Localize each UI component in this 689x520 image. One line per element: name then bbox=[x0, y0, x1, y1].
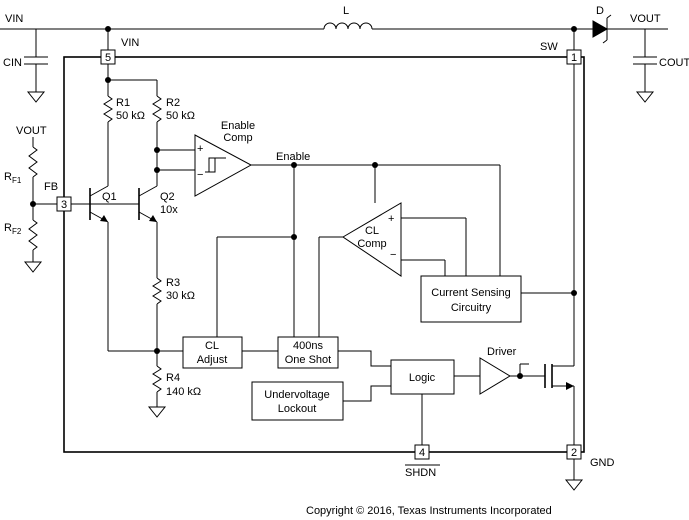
transistor-q1 bbox=[71, 185, 157, 352]
input-rail bbox=[0, 26, 324, 103]
cl-adjust-label-1: CL bbox=[205, 340, 219, 352]
pin-shdn-number: 4 bbox=[419, 447, 425, 459]
pin-gnd-number: 2 bbox=[571, 447, 577, 459]
hysteresis-icon bbox=[205, 157, 226, 173]
diode-d bbox=[592, 20, 609, 38]
svg-text:+: + bbox=[197, 143, 203, 155]
q2-name: Q2 bbox=[160, 191, 175, 203]
r3-resistor bbox=[152, 277, 162, 305]
enable-net bbox=[216, 162, 501, 337]
rf2-label: RF2 bbox=[4, 222, 22, 236]
driver-label: Driver bbox=[487, 346, 517, 358]
pin-gnd-label: GND bbox=[590, 457, 615, 469]
enable-comp-label-2: Comp bbox=[223, 132, 252, 144]
rf2-ground-icon bbox=[23, 261, 43, 273]
enable-comp-label-1: Enable bbox=[221, 120, 255, 132]
current-sensing-block bbox=[420, 275, 522, 323]
inductor-l bbox=[323, 22, 373, 30]
vout-feedback-label: VOUT bbox=[16, 125, 47, 137]
one-shot-label-2: One Shot bbox=[285, 354, 331, 366]
cl-adjust-label-2: Adjust bbox=[197, 354, 228, 366]
r4-resistor bbox=[152, 365, 162, 393]
gnd-pin-ground-icon bbox=[564, 479, 584, 491]
r1-name: R1 bbox=[116, 97, 130, 109]
r2-value: 50 kΩ bbox=[166, 110, 195, 122]
cl-comparator: + − bbox=[318, 202, 467, 337]
current-sensing-label-2: Circuitry bbox=[451, 302, 492, 314]
uvlo-label-2: Lockout bbox=[278, 403, 317, 415]
pin-shdn-label: SHDN bbox=[405, 467, 436, 479]
r3-r4-network bbox=[147, 277, 183, 418]
cin-label: CIN bbox=[3, 57, 22, 69]
r4-value: 140 kΩ bbox=[166, 386, 201, 398]
current-sensing-label-1: Current Sensing bbox=[431, 287, 511, 299]
vout-label: VOUT bbox=[630, 13, 661, 25]
copyright-notice: Copyright © 2016, Texas Instruments Inco… bbox=[306, 505, 552, 517]
uvlo-label-1: Undervoltage bbox=[264, 389, 329, 401]
r1-value: 50 kΩ bbox=[116, 110, 145, 122]
enable-comparator: + − bbox=[194, 134, 253, 197]
one-shot-label-1: 400ns bbox=[293, 340, 323, 352]
r3-value: 30 kΩ bbox=[166, 290, 195, 302]
r4-ground-icon bbox=[147, 406, 167, 418]
cl-comp-label-2: Comp bbox=[357, 238, 386, 250]
output-rail bbox=[372, 14, 668, 103]
one-shot-block bbox=[277, 336, 339, 369]
enable-net-label: Enable bbox=[276, 151, 310, 163]
feedback-divider bbox=[23, 137, 57, 273]
pin-vin-number: 5 bbox=[105, 52, 111, 64]
q1-name: Q1 bbox=[102, 191, 117, 203]
r3-name: R3 bbox=[166, 277, 180, 289]
inductor-label: L bbox=[343, 5, 349, 17]
cout-ground-icon bbox=[635, 91, 655, 103]
cout-label: COUT bbox=[659, 57, 689, 69]
ic-outline bbox=[63, 56, 585, 453]
pin-vin-label: VIN bbox=[121, 37, 139, 49]
svg-text:−: − bbox=[197, 169, 203, 181]
cl-comp-label-1: CL bbox=[365, 225, 379, 237]
pin-fb-label: FB bbox=[44, 181, 58, 193]
r4-name: R4 bbox=[166, 372, 180, 384]
svg-text:+: + bbox=[388, 213, 394, 225]
pin-sw-label: SW bbox=[540, 41, 558, 53]
r2-resistor bbox=[152, 95, 162, 123]
rf1-label: RF1 bbox=[4, 171, 22, 185]
q2-ratio: 10x bbox=[160, 204, 178, 216]
driver-buffer bbox=[479, 357, 511, 395]
svg-text:−: − bbox=[390, 249, 396, 261]
vin-label: VIN bbox=[5, 13, 23, 25]
r1-r2-network bbox=[103, 64, 195, 186]
pin-sw-number: 1 bbox=[571, 52, 577, 64]
r2-name: R2 bbox=[166, 97, 180, 109]
pin-fb-number: 3 bbox=[61, 199, 67, 211]
transistor-q2 bbox=[90, 185, 158, 278]
logic-label: Logic bbox=[409, 372, 436, 384]
diode-label: D bbox=[596, 5, 604, 17]
r1-resistor bbox=[103, 95, 113, 123]
cin-ground-icon bbox=[26, 91, 46, 103]
logic-block bbox=[390, 359, 455, 395]
cl-adjust-block bbox=[182, 336, 243, 369]
